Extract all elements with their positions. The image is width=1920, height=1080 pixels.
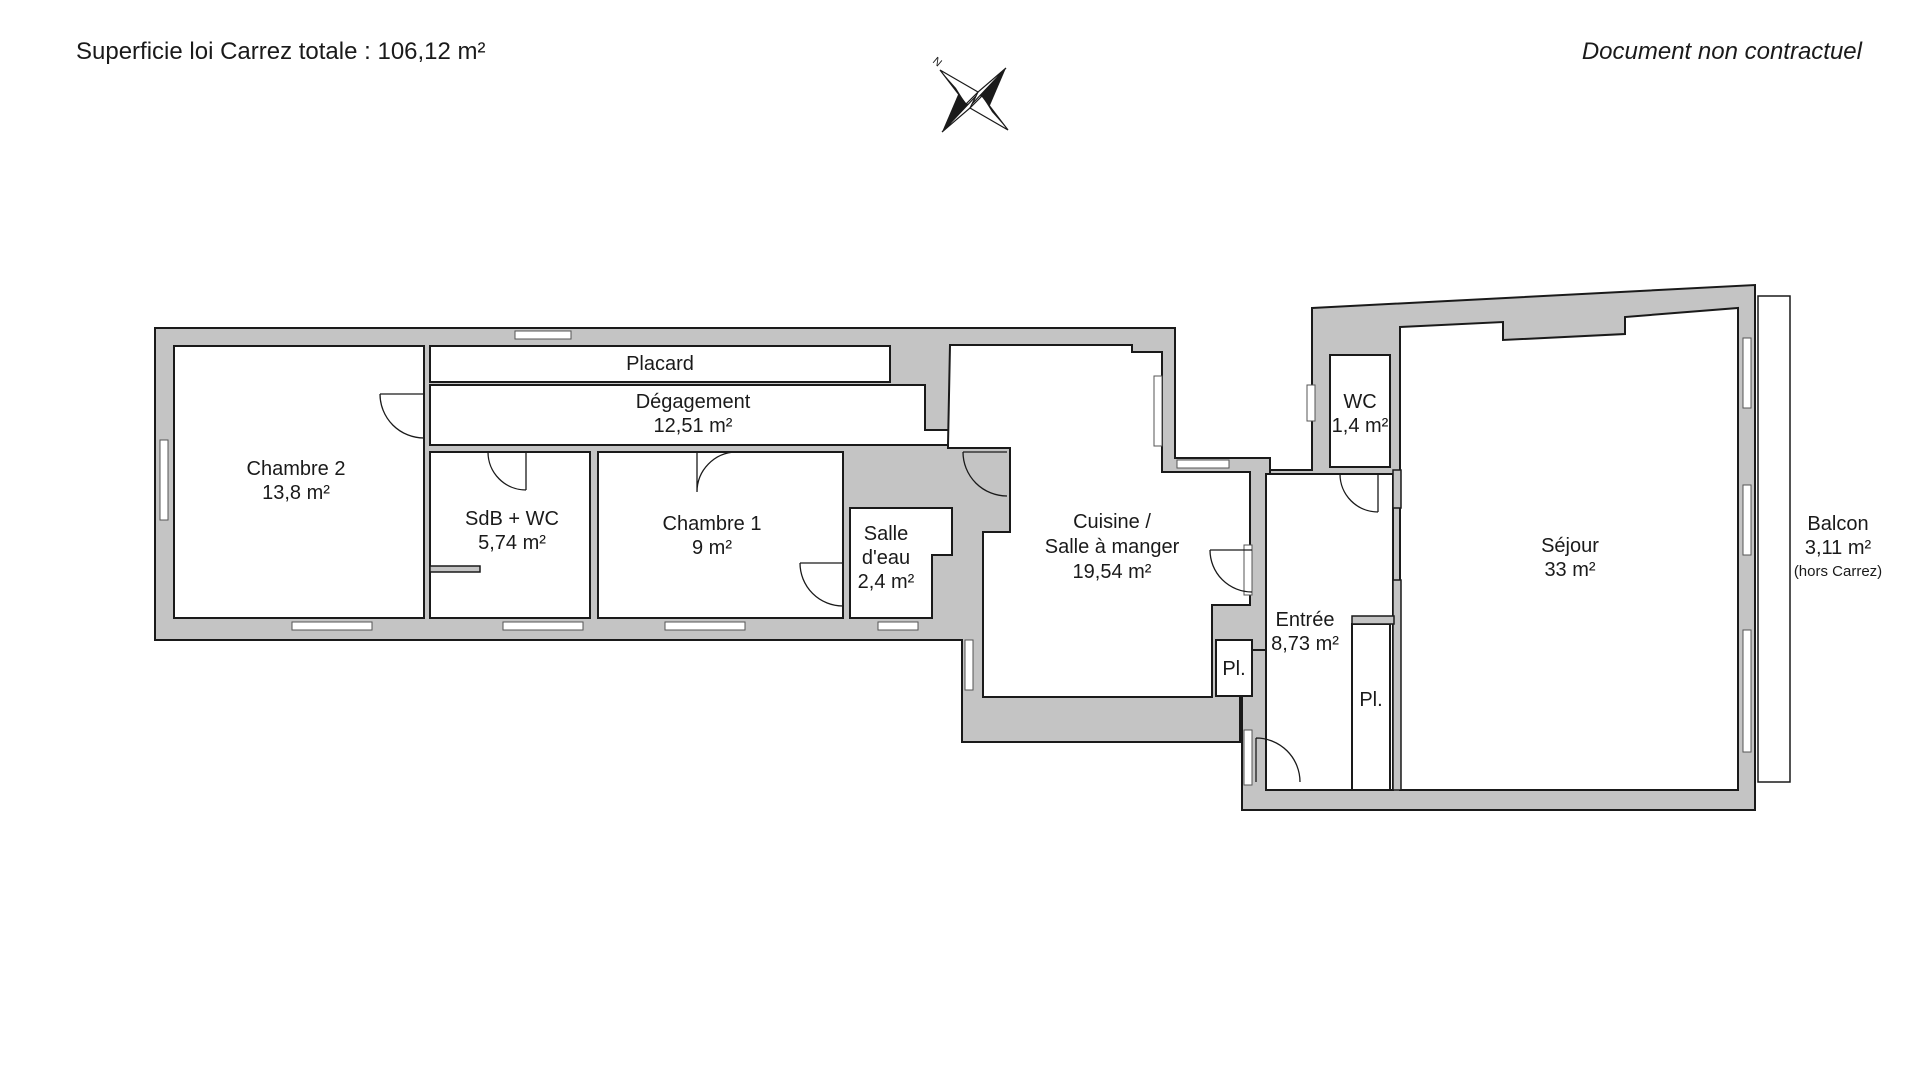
room-labels: Placard Dégagement 12,51 m² Chambre 2 13… [247, 353, 1883, 711]
entree-area: 8,73 m² [1271, 633, 1339, 655]
salle-eau-label-2: d'eau [862, 547, 910, 569]
room-salle-eau [849, 507, 953, 619]
disclaimer-label: Document non contractuel [1581, 38, 1862, 65]
placard-label: Placard [626, 353, 694, 375]
entree-label: Entrée [1276, 609, 1335, 631]
windows [159, 330, 1752, 786]
compass-north-label: N [930, 55, 944, 69]
salle-eau-label-1: Salle [864, 523, 908, 545]
room-chambre-2 [173, 345, 425, 619]
room-placard [429, 345, 891, 383]
balcon-note: (hors Carrez) [1794, 563, 1882, 580]
room-chambre-1 [597, 451, 844, 619]
doors [379, 393, 1379, 783]
wc-label: WC [1343, 391, 1376, 413]
degagement-label: Dégagement [636, 391, 751, 413]
sejour-label: Séjour [1541, 535, 1599, 557]
chambre1-area: 9 m² [692, 537, 732, 559]
room-placard-entree [1351, 623, 1391, 791]
compass-rose-icon: N [930, 55, 1009, 133]
room-sdb-wc [429, 451, 591, 619]
chambre1-label: Chambre 1 [663, 513, 762, 535]
chambre2-area: 13,8 m² [262, 482, 330, 504]
sdb-wc-label: SdB + WC [465, 508, 559, 530]
balcon-area: 3,11 m² [1805, 537, 1872, 559]
balcon-label: Balcon [1807, 513, 1868, 535]
room-wc [1329, 354, 1391, 468]
surface-total-label: Superficie loi Carrez totale : 106,12 m² [76, 38, 486, 65]
wc-area: 1,4 m² [1332, 415, 1389, 437]
room-sejour [1399, 306, 1739, 791]
room-balcon [1757, 295, 1791, 783]
pl-cuisine-label: Pl. [1222, 658, 1245, 680]
degagement-area: 12,51 m² [654, 415, 733, 437]
rooms [173, 295, 1791, 791]
cuisine-label-1: Cuisine / [1073, 511, 1151, 533]
sejour-area: 33 m² [1544, 559, 1595, 581]
salle-eau-area: 2,4 m² [858, 571, 915, 593]
chambre2-label: Chambre 2 [247, 458, 346, 480]
cuisine-label-2: Salle à manger [1045, 536, 1180, 558]
room-placard-cuisine [1215, 639, 1253, 697]
pl-entree-label: Pl. [1359, 689, 1382, 711]
wall-stubs [429, 469, 1402, 791]
sdb-wc-area: 5,74 m² [478, 532, 546, 554]
room-cuisine [947, 344, 1251, 698]
cuisine-area: 19,54 m² [1073, 561, 1152, 583]
